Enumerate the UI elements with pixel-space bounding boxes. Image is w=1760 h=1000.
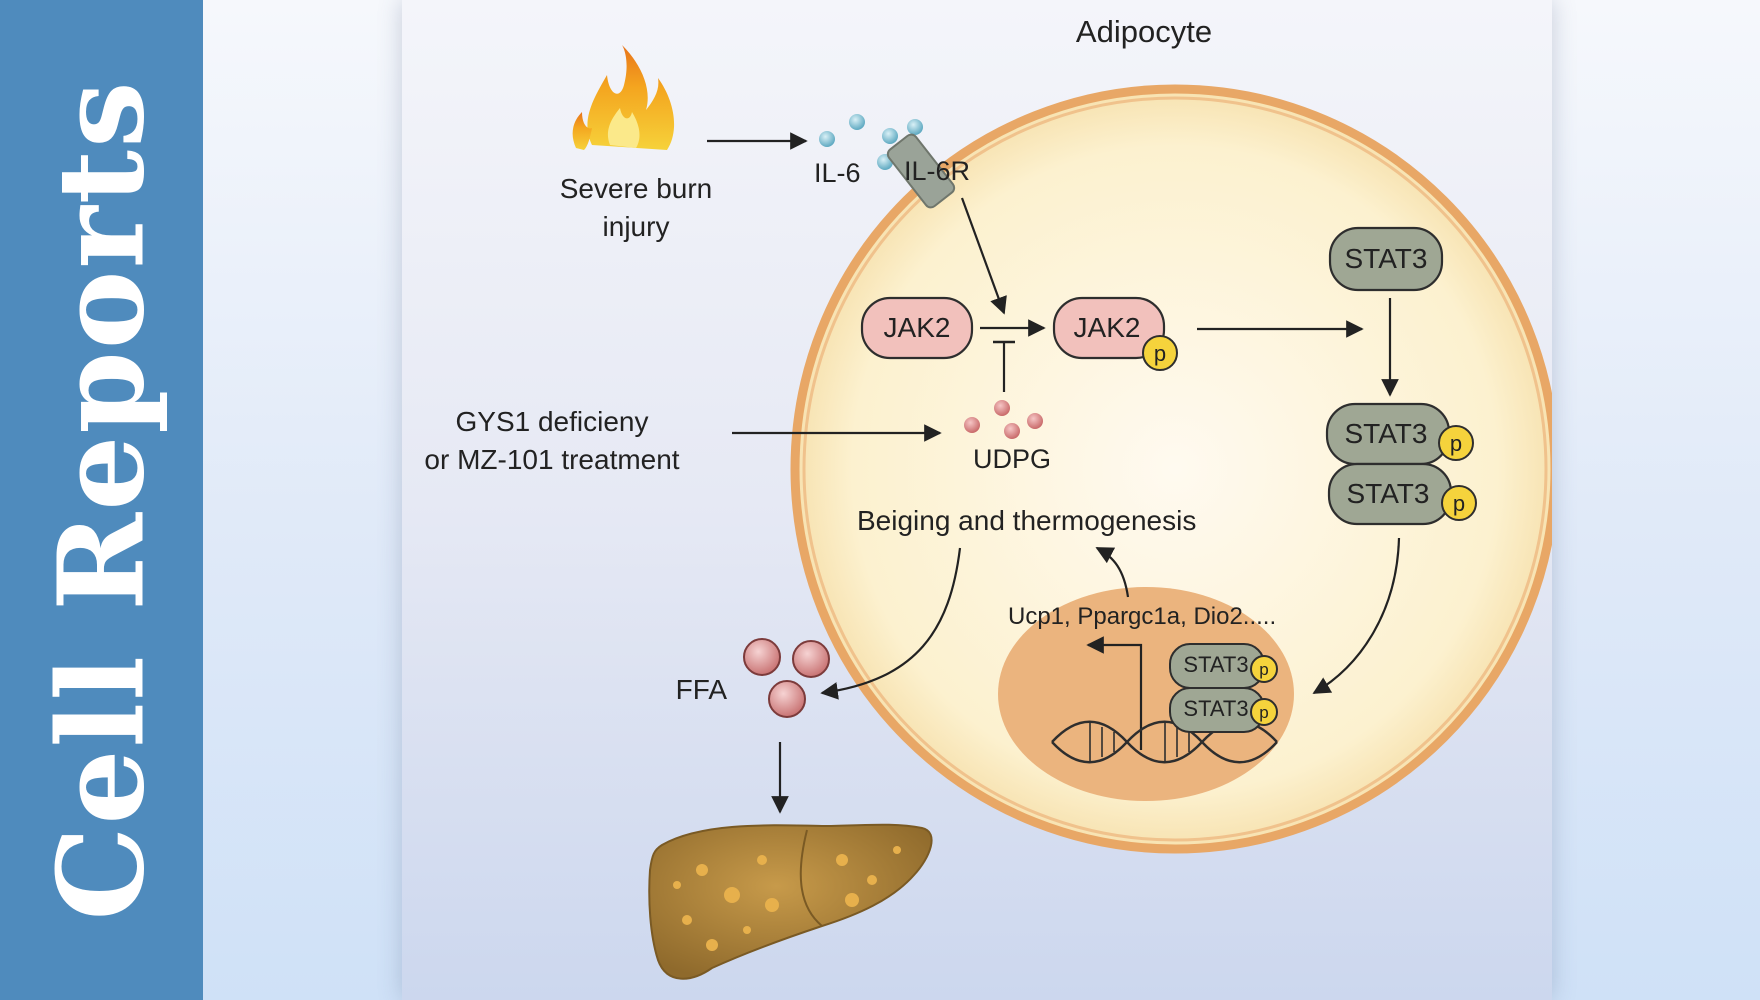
arrow-genes-to-beiging xyxy=(1095,547,1130,598)
pjak2-box xyxy=(1052,296,1166,360)
ffa-label: FFA xyxy=(676,674,728,705)
il6-molecules xyxy=(819,114,923,170)
beiging-label: Beiging and thermogenesis xyxy=(857,505,1196,536)
jak2-box xyxy=(860,296,974,360)
fire-icon xyxy=(572,45,675,150)
nuclear-stat3-bottom-phospho xyxy=(1250,698,1278,726)
il6r-label: IL-6R xyxy=(904,156,970,186)
journal-title: Cell Reports xyxy=(31,79,171,921)
arrow-beiging-to-ffa xyxy=(820,547,962,700)
stat3-dimer-top-label: STAT3 xyxy=(1345,418,1428,449)
stat3-dimer-top-phospho-label: p xyxy=(1450,431,1462,456)
nuclear-stat3-top-label: STAT3 xyxy=(1183,652,1248,677)
nuclear-stat3-bottom-label: STAT3 xyxy=(1183,696,1248,721)
stat3-box xyxy=(1328,226,1444,292)
genes-label: Ucp1, Ppargc1a, Dio2..... xyxy=(1008,603,1276,630)
udpg-label: UDPG xyxy=(973,444,1051,474)
il6-receptor xyxy=(886,133,956,209)
figure-panel: Adipocyte Severe burn injury IL-6 IL-6R … xyxy=(402,0,1552,1000)
pjak2-phospho xyxy=(1142,335,1178,371)
arrow-receptor-to-jak2 xyxy=(960,197,1007,315)
pathway-diagram: Adipocyte Severe burn injury IL-6 IL-6R … xyxy=(424,14,1552,980)
il6-label: IL-6 xyxy=(814,158,861,188)
cell-membrane-inner xyxy=(802,96,1548,842)
burn-label-line1: Severe burn xyxy=(560,173,713,204)
pjak2-label: JAK2 xyxy=(1074,312,1141,343)
journal-sidebar: Cell Reports xyxy=(0,0,203,1000)
arrow-transcription xyxy=(1086,636,1143,750)
burn-label-line2: injury xyxy=(603,211,670,242)
fatty-liver-icon xyxy=(648,823,933,980)
nuclear-stat3-top-phospho-label: p xyxy=(1259,660,1268,679)
jak2-label: JAK2 xyxy=(884,312,951,343)
gys1-label-line1: GYS1 deficieny xyxy=(456,406,649,437)
stat3-label: STAT3 xyxy=(1345,243,1428,274)
pjak2-phospho-label: p xyxy=(1154,341,1166,366)
udpg-molecules xyxy=(964,400,1043,439)
stat3-dimer-bottom-phospho-label: p xyxy=(1453,491,1465,516)
arrow-dimer-to-nucleus xyxy=(1312,537,1401,694)
nuclear-stat3-bottom-phospho-label: p xyxy=(1259,703,1268,722)
stat3-dimer-bottom-phospho xyxy=(1441,485,1477,521)
nuclear-stat3-top-phospho xyxy=(1250,655,1278,683)
stat3-dimer-top-phospho xyxy=(1438,425,1474,461)
nucleus xyxy=(998,587,1294,801)
stat3-dimer-bottom-label: STAT3 xyxy=(1347,478,1430,509)
gys1-label-line2: or MZ-101 treatment xyxy=(424,444,679,475)
cell-label: Adipocyte xyxy=(1076,14,1212,49)
ffa-molecules xyxy=(743,638,830,718)
